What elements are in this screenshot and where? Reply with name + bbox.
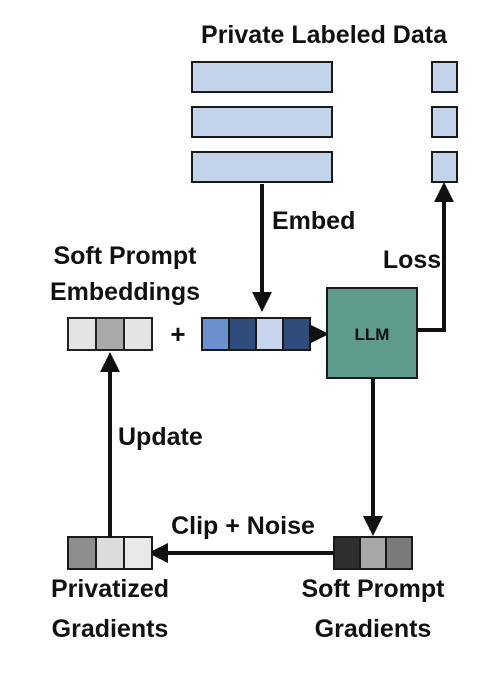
- priv-grad-cell-1: [67, 536, 97, 570]
- data-block-1: [191, 61, 333, 93]
- input-cell-1: [201, 317, 230, 351]
- plus-sign: +: [170, 319, 185, 349]
- private-data-title: Private Labeled Data: [201, 21, 448, 49]
- label-block-1: [431, 61, 458, 93]
- soft-prompt-cell-1: [67, 317, 97, 351]
- data-block-2: [191, 106, 333, 138]
- soft-prompt-cell-3: [123, 317, 153, 351]
- label-block-2: [431, 106, 458, 138]
- privatized-label-1: Privatized: [51, 575, 169, 603]
- clip-noise-label: Clip + Noise: [171, 512, 315, 540]
- soft-grad-cell-3: [385, 536, 413, 570]
- loss-arrow: [417, 182, 454, 332]
- label-block-3: [431, 151, 458, 183]
- soft-prompt-label-1: Soft Prompt: [53, 242, 197, 270]
- soft-grad-cell-2: [359, 536, 387, 570]
- soft-prompt-cell-2: [95, 317, 125, 351]
- input-cell-3: [255, 317, 284, 351]
- priv-grad-cell-2: [95, 536, 125, 570]
- input-cell-2: [228, 317, 257, 351]
- embed-label: Embed: [272, 207, 355, 235]
- llm-box: [326, 287, 418, 379]
- llm-label: LLM: [355, 325, 390, 344]
- privatized-label-2: Gradients: [52, 615, 169, 643]
- priv-grad-cell-3: [123, 536, 153, 570]
- soft-grad-label-1: Soft Prompt: [301, 575, 445, 603]
- loss-label: Loss: [383, 246, 441, 274]
- soft-grad-label-2: Gradients: [315, 615, 432, 643]
- input-cell-4: [282, 317, 311, 351]
- soft-grad-cell-1: [333, 536, 361, 570]
- soft-prompt-label-2: Embeddings: [50, 278, 200, 306]
- data-block-3: [191, 151, 333, 183]
- update-label: Update: [118, 423, 203, 451]
